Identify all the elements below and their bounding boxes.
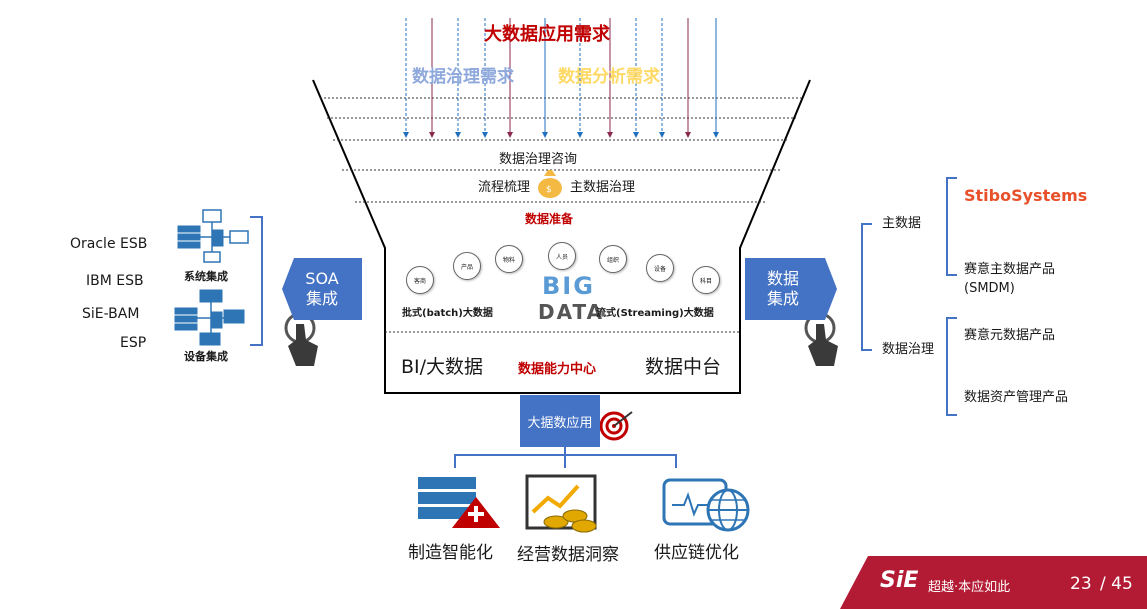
footer-logo: SiE	[880, 568, 919, 593]
capability-center-label: 数据能力中心	[518, 362, 597, 377]
device-integration-icon	[174, 289, 245, 346]
asset-mgmt-label: 数据资产管理产品	[964, 390, 1069, 405]
smdm-label: 赛意主数据产品 (SMDM)	[964, 262, 1056, 296]
source-ibm-esb: IBM ESB	[86, 273, 144, 289]
footer-bar: SiE 超越·本应如此 23 / 45	[840, 556, 1147, 609]
app-demand-title: 大数据应用需求	[484, 24, 610, 45]
big-data-wordcloud-big: BIG	[542, 272, 595, 300]
monitor-globe-icon	[662, 478, 750, 532]
data-integration-line2: 集成	[766, 289, 799, 308]
soa-integration-box: SOA 集成	[282, 258, 362, 320]
business-insight-label: 经营数据洞察	[517, 545, 619, 565]
svg-text:$: $	[546, 185, 552, 195]
bubble-account: 科目	[692, 266, 720, 294]
streaming-label: 流式(Streaming)大数据	[596, 308, 714, 319]
source-esp: ESP	[120, 335, 147, 351]
target-icon	[599, 411, 633, 441]
system-integration-icon	[177, 209, 249, 263]
smart-manufacturing-label: 制造智能化	[408, 543, 493, 563]
footer-slogan: 超越·本应如此	[928, 580, 1011, 595]
page-number: 23	[1070, 574, 1092, 594]
money-bag-icon: $	[538, 170, 562, 198]
process-label: 流程梳理	[478, 180, 531, 195]
big-data-app-label: 大据数应用	[527, 415, 593, 431]
bubble-material: 物料	[495, 245, 523, 273]
hand-pointer-icon-left	[284, 312, 318, 366]
consulting-label: 数据治理咨询	[499, 152, 578, 167]
bubble-org: 组织	[599, 245, 627, 273]
soa-line1: SOA	[305, 269, 339, 288]
bubble-customer: 客商	[406, 266, 434, 294]
device-integration-label: 设备集成	[184, 350, 228, 363]
data-integration-box: 数据 集成	[745, 258, 837, 320]
data-governance-label: 数据治理	[882, 342, 935, 357]
bubble-personnel: 人员	[548, 242, 576, 270]
supply-chain-label: 供应链优化	[654, 543, 739, 563]
source-sie-bam: SiE-BAM	[82, 306, 140, 322]
bubble-product: 产品	[453, 252, 481, 280]
batch-label: 批式(batch)大数据	[402, 308, 493, 319]
soa-line2: 集成	[305, 289, 338, 308]
master-data-label: 主数据	[882, 216, 922, 231]
bi-label: BI/大数据	[401, 356, 484, 378]
server-warning-icon	[418, 477, 500, 528]
governance-demand-label: 数据治理需求	[412, 67, 514, 87]
page-total: / 45	[1100, 574, 1133, 594]
system-integration-label: 系统集成	[184, 270, 228, 283]
rising-chart-coins-icon	[525, 474, 597, 533]
data-prep-label: 数据准备	[525, 212, 574, 226]
source-oracle-esb: Oracle ESB	[70, 236, 148, 252]
master-data-governance-label: 主数据治理	[570, 180, 636, 195]
hand-pointer-icon-right	[804, 312, 838, 366]
metadata-product-label: 赛意元数据产品	[964, 328, 1056, 343]
big-data-wordcloud-data: DATA	[538, 300, 605, 324]
data-integration-line1: 数据	[766, 269, 799, 288]
analysis-demand-label: 数据分析需求	[558, 67, 660, 87]
stibo-systems-logo: StiboSystems	[964, 186, 1088, 205]
big-data-app-box: 大据数应用	[520, 395, 600, 447]
bubble-equipment: 设备	[646, 254, 674, 282]
middle-platform-label: 数据中台	[645, 356, 722, 378]
